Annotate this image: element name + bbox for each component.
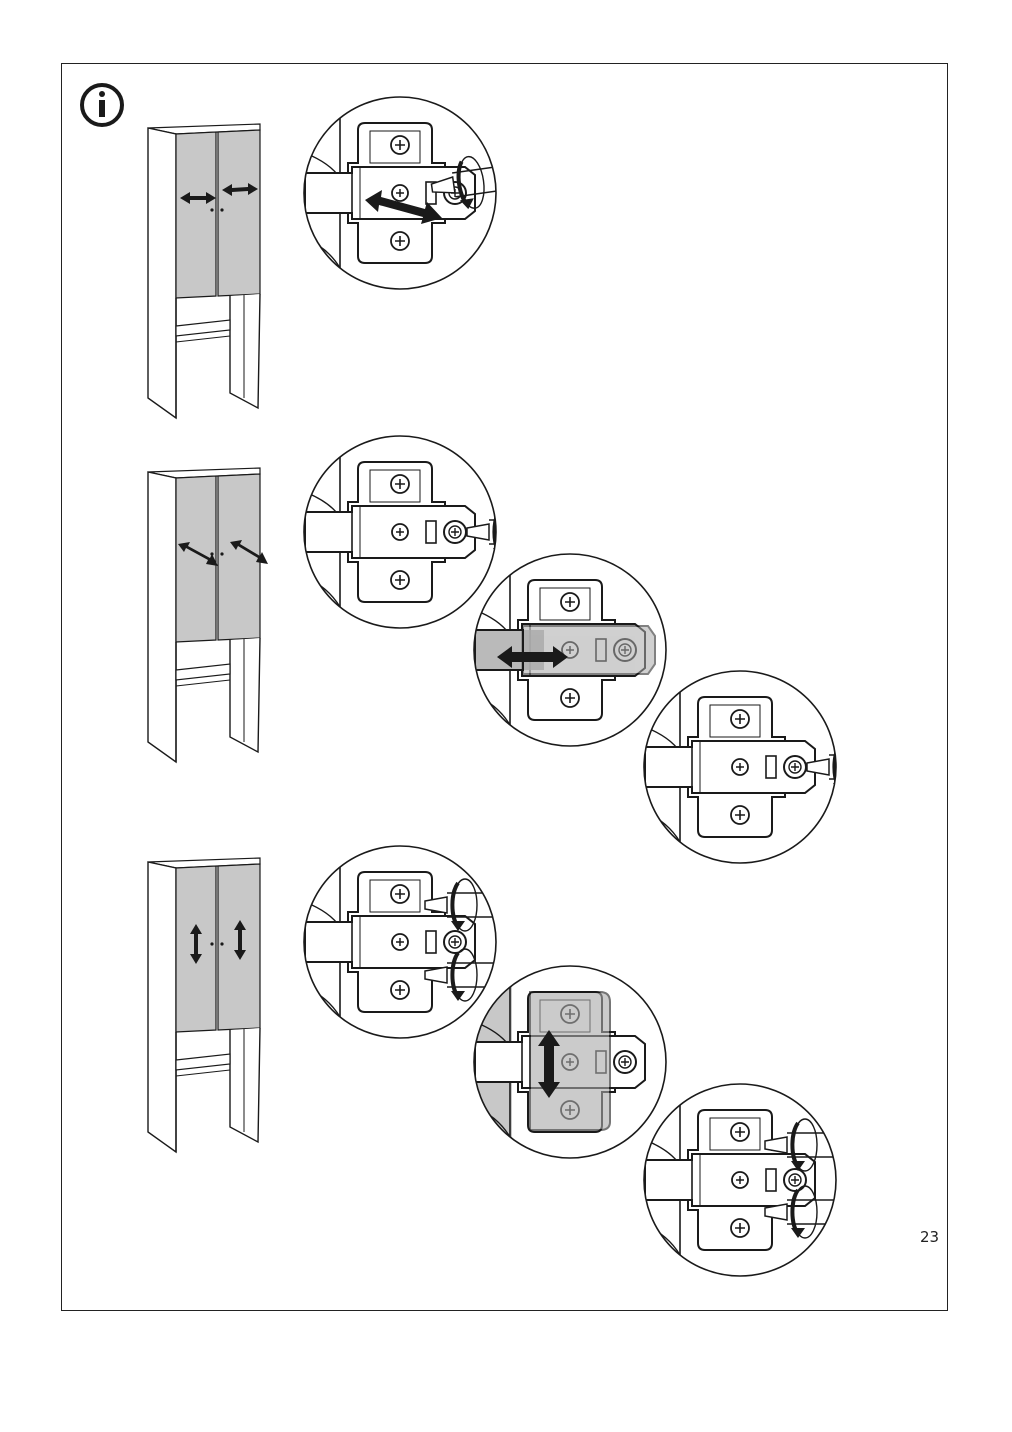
step-1-hinge-detail <box>303 96 497 290</box>
info-circle-icon <box>80 83 124 127</box>
step-3-cabinet <box>147 857 261 1153</box>
step-3-hinge-detail-c <box>643 1083 837 1277</box>
diagonal-double-arrow-icon <box>178 540 268 566</box>
vertical-double-arrow-icon <box>190 920 246 964</box>
horizontal-double-arrow-icon <box>497 646 568 668</box>
horizontal-double-arrow-icon <box>365 190 442 224</box>
horizontal-double-arrow-icon <box>180 183 258 204</box>
step-3-hinge-detail-b <box>473 965 667 1159</box>
step-2-hinge-detail-c <box>643 670 837 864</box>
vertical-double-arrow-icon <box>538 1030 560 1098</box>
step-2-hinge-detail-a <box>303 435 497 629</box>
step-2-cabinet <box>147 467 268 763</box>
instruction-frame <box>61 63 948 1311</box>
step-3-hinge-detail-a <box>303 845 497 1039</box>
page-number: 23 <box>920 1228 940 1246</box>
step-2-hinge-detail-b <box>473 553 667 747</box>
step-1-cabinet <box>147 123 261 419</box>
